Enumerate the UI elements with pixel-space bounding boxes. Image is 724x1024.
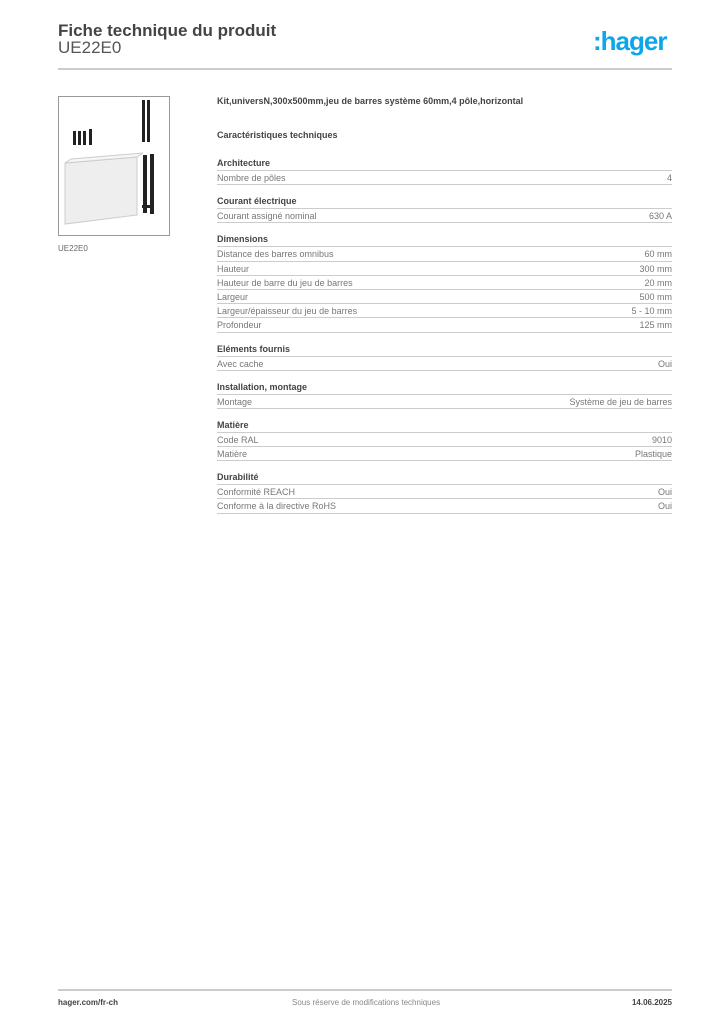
spec-label: Matière — [217, 449, 248, 460]
hager-logo: :hager — [593, 26, 667, 56]
spec-row: Distance des barres omnibus 60 mm — [217, 247, 672, 262]
product-description: Kit,universN,300x500mm,jeu de barres sys… — [217, 96, 524, 106]
footer-divider — [58, 989, 672, 991]
spec-row: Matière Plastique — [217, 447, 672, 462]
section-heading: Courant électrique — [217, 194, 672, 210]
spec-value: Oui — [657, 501, 672, 512]
spec-value: 4 — [666, 173, 672, 183]
spec-label: Conformité REACH — [217, 487, 296, 498]
spec-label: Courant assigné nominal — [217, 211, 317, 222]
section-heading: Architecture — [217, 156, 672, 171]
product-code: UE22E0 — [58, 38, 122, 57]
spec-value: 20 mm — [644, 277, 672, 288]
spec-row: Profondeur 125 mm — [217, 318, 672, 333]
spec-label: Hauteur — [217, 263, 250, 274]
spec-value: Plastique — [634, 449, 672, 460]
image-caption: UE22E0 — [58, 244, 88, 253]
spec-row: Hauteur de barre du jeu de barres 20 mm — [217, 276, 672, 290]
spec-label: Profondeur — [217, 320, 262, 331]
spec-row: Montage Système de jeu de barres — [217, 395, 672, 409]
spec-row: Conforme à la directive RoHS Oui — [217, 499, 672, 514]
spec-label: Conforme à la directive RoHS — [217, 501, 337, 512]
product-image — [58, 96, 170, 236]
header-divider — [58, 68, 672, 70]
spec-row: Nombre de pôles 4 — [217, 171, 672, 186]
section-heading: Installation, montage — [217, 380, 672, 395]
spec-row: Avec cache Oui — [217, 357, 672, 371]
spec-value: 5 - 10 mm — [631, 306, 672, 317]
spec-label: Largeur/épaisseur du jeu de barres — [217, 306, 358, 317]
spec-value: Système de jeu de barres — [569, 396, 672, 407]
spec-row: Hauteur 300 mm — [217, 262, 672, 276]
spec-row: Code RAL 9010 — [217, 433, 672, 448]
section-heading: Matière — [217, 418, 672, 433]
spec-value: 630 A — [648, 211, 672, 222]
product-illustration — [64, 100, 154, 225]
spec-label: Montage — [217, 396, 253, 407]
section-heading: Durabilité — [217, 470, 672, 486]
spec-label: Avec cache — [217, 358, 264, 369]
spec-label: Largeur — [217, 291, 249, 302]
spec-value: Oui — [657, 487, 672, 498]
section-heading: Eléments fournis — [217, 342, 672, 357]
spec-value: 125 mm — [639, 320, 672, 331]
spec-row: Courant assigné nominal 630 A — [217, 209, 672, 224]
spec-label: Code RAL — [217, 434, 259, 445]
spec-value: 500 mm — [639, 291, 672, 302]
spec-column: Kit,universN,300x500mm,jeu de barres sys… — [217, 96, 672, 514]
page-title: Fiche technique du produit — [58, 21, 277, 40]
section-heading: Dimensions — [217, 232, 672, 248]
footer-date: 14.06.2025 — [631, 998, 672, 1007]
spec-label: Hauteur de barre du jeu de barres — [217, 277, 353, 288]
footer-website[interactable]: hager.com/fr-ch — [58, 998, 119, 1007]
spec-row: Largeur 500 mm — [217, 290, 672, 305]
footer-notice: Sous réserve de modifications techniques — [292, 998, 441, 1007]
spec-row: Largeur/épaisseur du jeu de barres 5 - 10… — [217, 304, 672, 319]
spec-label: Distance des barres omnibus — [217, 249, 334, 260]
spec-value: Oui — [657, 358, 672, 369]
spec-row: Conformité REACH Oui — [217, 485, 672, 500]
spec-value: 9010 — [651, 434, 672, 445]
specs-title: Caractéristiques techniques — [217, 130, 338, 140]
spec-label: Nombre de pôles — [217, 173, 286, 183]
spec-value: 300 mm — [639, 263, 672, 274]
spec-value: 60 mm — [644, 249, 672, 260]
